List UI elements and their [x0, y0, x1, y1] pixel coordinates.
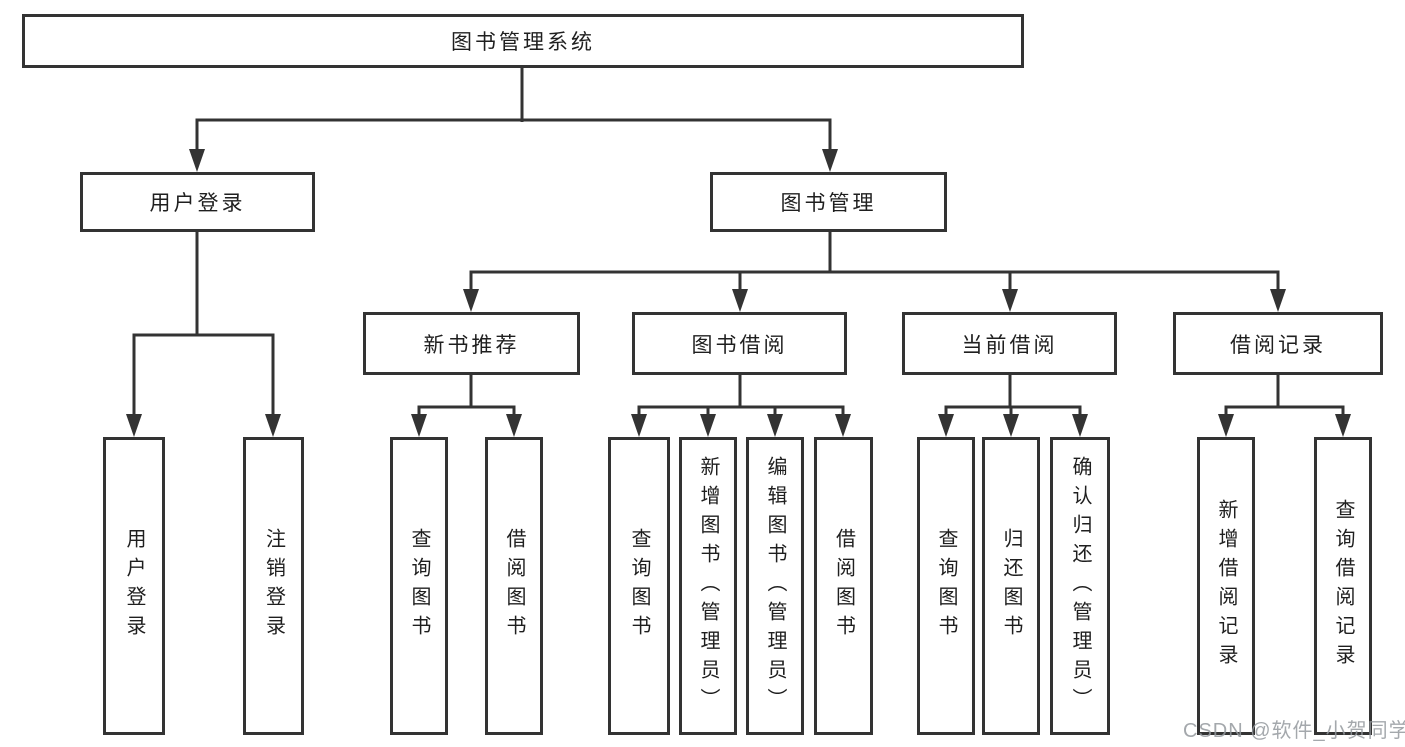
node-book-management: 图书管理 — [710, 172, 947, 232]
leaf-label: 确认归还（管理员） — [1069, 455, 1091, 717]
node-user-login: 用户登录 — [80, 172, 315, 232]
leaf-label: 新增图书（管理员） — [697, 455, 719, 717]
leaf-edit-books-admin: 编辑图书（管理员） — [746, 437, 804, 735]
leaf-user-login: 用户登录 — [103, 437, 165, 735]
leaf-logout: 注销登录 — [243, 437, 304, 735]
leaf-label: 借阅图书 — [832, 528, 855, 644]
leaf-label: 查询图书 — [408, 528, 430, 644]
connector-borrow-records — [1218, 373, 1351, 437]
leaf-label: 注销登录 — [262, 528, 285, 644]
leaf-label: 查询图书 — [628, 528, 650, 644]
leaf-query-borrow-record: 查询借阅记录 — [1314, 437, 1372, 735]
leaf-label: 查询借阅记录 — [1332, 499, 1354, 673]
leaf-label: 借阅图书 — [503, 528, 525, 644]
node-root-library-system: 图书管理系统 — [22, 14, 1024, 68]
leaf-query-books-1: 查询图书 — [390, 437, 448, 735]
leaf-borrow-books-2: 借阅图书 — [814, 437, 873, 735]
connector-book-borrow — [631, 373, 851, 437]
leaf-label: 编辑图书（管理员） — [764, 455, 786, 717]
leaf-borrow-books-1: 借阅图书 — [485, 437, 543, 735]
leaf-confirm-return-admin: 确认归还（管理员） — [1050, 437, 1110, 735]
leaf-label: 查询图书 — [935, 528, 957, 644]
node-borrow-records: 借阅记录 — [1173, 312, 1383, 375]
leaf-label: 新增借阅记录 — [1215, 499, 1237, 673]
connector-current-borrow — [938, 373, 1088, 437]
leaf-add-books-admin: 新增图书（管理员） — [679, 437, 737, 735]
connector-new-book — [411, 373, 522, 437]
leaf-label: 归还图书 — [1000, 528, 1022, 644]
node-current-borrow: 当前借阅 — [902, 312, 1117, 375]
connector-book-management — [463, 230, 1286, 312]
node-new-book-recommend: 新书推荐 — [363, 312, 580, 375]
connector-root — [189, 66, 838, 172]
leaf-add-borrow-record: 新增借阅记录 — [1197, 437, 1255, 735]
leaf-query-books-2: 查询图书 — [608, 437, 670, 735]
leaf-query-books-3: 查询图书 — [917, 437, 975, 735]
leaf-label: 用户登录 — [123, 528, 145, 644]
node-book-borrow: 图书借阅 — [632, 312, 847, 375]
leaf-return-books: 归还图书 — [982, 437, 1040, 735]
connector-user-login — [126, 230, 281, 437]
